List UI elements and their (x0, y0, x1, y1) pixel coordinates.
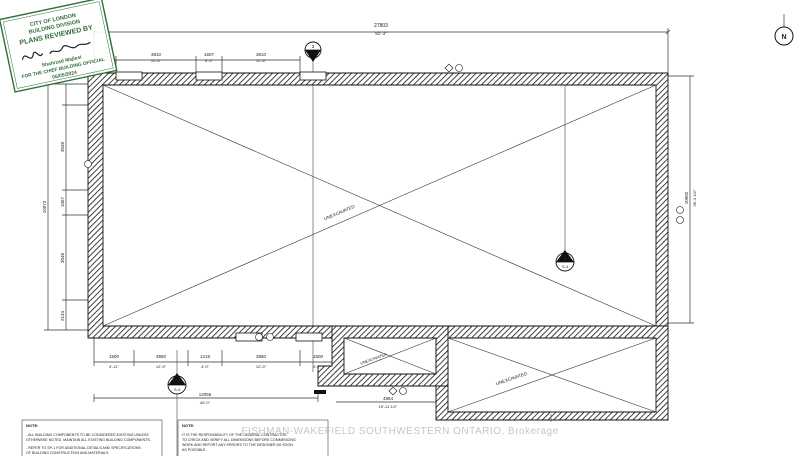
svg-text:TO CHECK AND VERIFY ALL DIMENS: TO CHECK AND VERIFY ALL DIMENSIONS BEFOR… (182, 438, 296, 442)
right-dimension-lines (668, 75, 694, 324)
right-overall-dim: 10982 (684, 191, 689, 204)
foundation-walls (87, 72, 669, 421)
signature (21, 41, 91, 60)
bottom-dim-4: 3880 (256, 354, 267, 359)
left-overall-dim: 10973 (42, 200, 47, 213)
bottom-dim-2: 3880 (156, 354, 167, 359)
svg-text:IT IS THE RESPONSIBILITY OF TH: IT IS THE RESPONSIBILITY OF THE GENERAL … (182, 433, 287, 437)
left-dim-3: 3048 (60, 252, 65, 263)
left-dim-4: 2134 (60, 310, 65, 321)
svg-text:WORK AND REPORT ANY ERRORS TO: WORK AND REPORT ANY ERRORS TO THE DESIGN… (182, 443, 293, 447)
bottom-right-overall-dim-imp: 15'-11 1/2" (379, 404, 398, 409)
brokerage-watermark: FISHMAN-WAKEFIELD SOUTHWESTERN ONTARIO, … (241, 426, 558, 437)
svg-text:OTHERWISE NOTED. MAINTAIN ALL: OTHERWISE NOTED. MAINTAIN ALL EXISTING B… (26, 438, 151, 442)
wall-openings (115, 71, 327, 342)
notes-right: NOTE: IT IS THE RESPONSIBILITY OF THE GE… (177, 419, 329, 456)
bottom-dim-1-imp: 4'-11" (109, 364, 119, 369)
bottom-left-overall-dim-imp: 40'-0" (200, 400, 211, 405)
svg-text:AS POSSIBLE: AS POSSIBLE (182, 448, 206, 452)
svg-text:NOTE:: NOTE: (182, 423, 194, 428)
svg-text:- ALL BUILDING COMPONENTS TO B: - ALL BUILDING COMPONENTS TO BE CONSIDER… (26, 433, 149, 437)
section-marker-2: 2 S-4 (555, 250, 575, 272)
bottom-dim-2-imp: 12'-9" (156, 364, 167, 369)
bottom-dim-5: 1500 (313, 354, 324, 359)
svg-text:- REFER TO SP-1 FOR ADDITIONAL: - REFER TO SP-1 FOR ADDITIONAL DETAILS A… (26, 446, 141, 450)
grid-lines (176, 50, 566, 456)
bottom-dim-1: 1500 (109, 354, 120, 359)
bottom-dim-4-imp: 12'-9" (256, 364, 267, 369)
top-dim-1: 3810 (151, 52, 162, 57)
north-arrow-icon: N (774, 14, 794, 46)
svg-text:3: 3 (312, 44, 315, 49)
top-dim-2-imp: 5'-3" (205, 58, 214, 63)
right-overall-dim-imp: 36'-0 1/2" (692, 189, 697, 206)
overall-width-dim: 27803 (374, 23, 388, 29)
svg-text:N: N (781, 34, 786, 41)
detail-tags (84, 63, 684, 396)
notes-left: NOTE: - ALL BUILDING COMPONENTS TO BE CO… (21, 419, 163, 456)
svg-text:OF BUILDING CONSTRUCTION AND M: OF BUILDING CONSTRUCTION AND MATERIALS. (26, 451, 109, 455)
section-marker-1: 1 S-4 (167, 373, 187, 395)
section-marker-3: 3 S-4 (304, 41, 322, 62)
svg-text:1: 1 (176, 379, 179, 384)
room-label-small: UNEXCAVATED (360, 352, 388, 365)
marker-bar (314, 390, 326, 394)
bottom-dimension-lines (93, 338, 440, 403)
room-label-extension: UNEXCAVATED (495, 371, 528, 387)
bottom-dim-3: 1219 (200, 354, 211, 359)
left-dim-1: 3048 (60, 141, 65, 152)
left-dimension-lines (44, 83, 94, 331)
left-dim-2: 1067 (60, 196, 65, 207)
svg-text:06/05/2024: 06/05/2024 (52, 70, 78, 81)
top-dim-1-imp: 12'-6" (151, 58, 162, 63)
top-dim-3-imp: 12'-6" (256, 58, 267, 63)
top-dim-3: 3810 (256, 52, 267, 57)
bottom-left-overall-dim: 12055 (199, 392, 212, 397)
svg-text:S-4: S-4 (174, 387, 181, 392)
unexcavated-cross-lines (102, 84, 657, 413)
svg-text:S-4: S-4 (310, 51, 317, 56)
svg-text:2: 2 (564, 256, 567, 261)
svg-text:S-4: S-4 (562, 264, 569, 269)
bottom-dim-3-imp: 4'-0" (201, 364, 210, 369)
bottom-right-overall-dim: 4864 (383, 396, 394, 401)
city-review-stamp: CITY OF LONDON BUILDING DIVISION PLANS R… (0, 0, 118, 93)
top-dim-2: 1607 (204, 52, 215, 57)
overall-width-dim-imperial: 91'-3" (375, 31, 387, 36)
svg-text:NOTE:: NOTE: (26, 423, 38, 428)
room-label-main: UNEXCAVATED (323, 204, 356, 222)
